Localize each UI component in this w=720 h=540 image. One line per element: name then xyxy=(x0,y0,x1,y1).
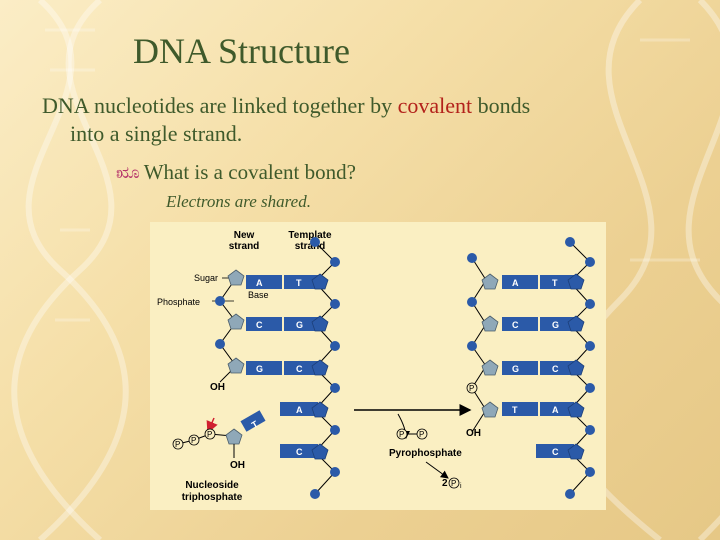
sugar-label: Sugar xyxy=(194,273,218,283)
bullet-text-line2: into a single strand. xyxy=(70,121,243,146)
incoming-t: T xyxy=(250,419,260,431)
right-partner-3: C xyxy=(552,364,559,374)
left-partner-2: G xyxy=(296,320,303,330)
new-strand-label-1: New xyxy=(234,230,255,241)
template-strand-label-1: Template xyxy=(288,230,332,241)
right-new-phosphates xyxy=(467,253,477,351)
figure-svg: New strand Template strand Sugar Base Ph… xyxy=(157,230,595,503)
left-template-only-2: C xyxy=(296,447,303,457)
answer-text: Electrons are shared. xyxy=(166,192,311,211)
subbullet-question: ೠ What is a covalent bond? xyxy=(116,160,356,185)
left-template-only-bar-2 xyxy=(280,444,318,458)
left-base-1: A xyxy=(256,278,263,288)
right-partner-1: T xyxy=(552,278,558,288)
ntp-oh-label: OH xyxy=(230,460,245,471)
bullet-covalent-bonds: DNA nucleotides are linked together by c… xyxy=(42,92,692,148)
pi-circle xyxy=(448,477,460,489)
left-new-sugars xyxy=(227,269,245,374)
left-template-phosphates xyxy=(310,237,340,499)
ntp-label-2: triphosphate xyxy=(182,492,243,503)
ntp-p3: P xyxy=(207,430,212,439)
right-base-1: A xyxy=(512,278,519,288)
left-partner-3: C xyxy=(296,364,303,374)
pyrophosphate-label: Pyrophosphate xyxy=(389,448,462,459)
left-template-only-bar-1 xyxy=(280,402,318,416)
left-base-pairs: A T C G G C xyxy=(246,275,318,375)
template-strand-label-2: strand xyxy=(295,241,326,252)
right-new-p: P xyxy=(469,384,474,393)
triphosphate-chain: P P P T xyxy=(172,410,266,458)
two-pi-number: 2 xyxy=(442,478,448,489)
ntp-p1: P xyxy=(175,440,180,449)
left-oh-label: OH xyxy=(210,382,225,393)
hydrolysis-arrow xyxy=(425,461,449,479)
left-new-phosphates xyxy=(215,296,225,349)
swirl-bullet-icon: ೠ xyxy=(116,162,140,182)
right-base-pairs: A T C G G C T A xyxy=(502,275,574,416)
right-oh-label: OH xyxy=(466,428,481,439)
subbullet-text: What is a covalent bond? xyxy=(143,160,356,184)
pyro-p1: P xyxy=(399,430,404,439)
right-new-sugars xyxy=(481,273,499,418)
left-partner-1: T xyxy=(296,278,302,288)
phosphate-label: Phosphate xyxy=(157,297,200,307)
new-strand-label-2: strand xyxy=(229,241,260,252)
slide-title: DNA Structure xyxy=(133,31,350,71)
bullet-text-end: bonds xyxy=(472,93,531,118)
right-partner-2: G xyxy=(552,320,559,330)
dna-polymerization-figure: New strand Template strand Sugar Base Ph… xyxy=(150,222,606,510)
right-base-2: C xyxy=(512,320,519,330)
right-partner-4: A xyxy=(552,405,559,415)
right-base-3: G xyxy=(512,364,519,374)
pyro-p2: P xyxy=(419,430,424,439)
right-base-4: T xyxy=(512,405,518,415)
base-label: Base xyxy=(248,290,269,300)
ntp-p2: P xyxy=(191,436,196,445)
right-template-sugars xyxy=(567,273,585,460)
right-template-only-bar xyxy=(536,444,574,458)
pyrophosphate: P P xyxy=(396,428,428,440)
pi-letter: P xyxy=(451,479,456,488)
left-base-3: G xyxy=(256,364,263,374)
pi-subscript: i xyxy=(460,483,462,490)
highlight-covalent: covalent xyxy=(397,93,473,118)
right-new-p-circle xyxy=(466,382,478,394)
bullet-text-start: DNA nucleotides are linked together by xyxy=(42,93,398,118)
left-template-only-1: A xyxy=(296,405,303,415)
right-template-only-1: C xyxy=(552,447,559,457)
ntp-label-1: Nucleoside xyxy=(185,480,239,491)
left-base-2: C xyxy=(256,320,263,330)
left-template-sugars xyxy=(311,273,329,460)
right-template-phosphates xyxy=(565,237,595,499)
